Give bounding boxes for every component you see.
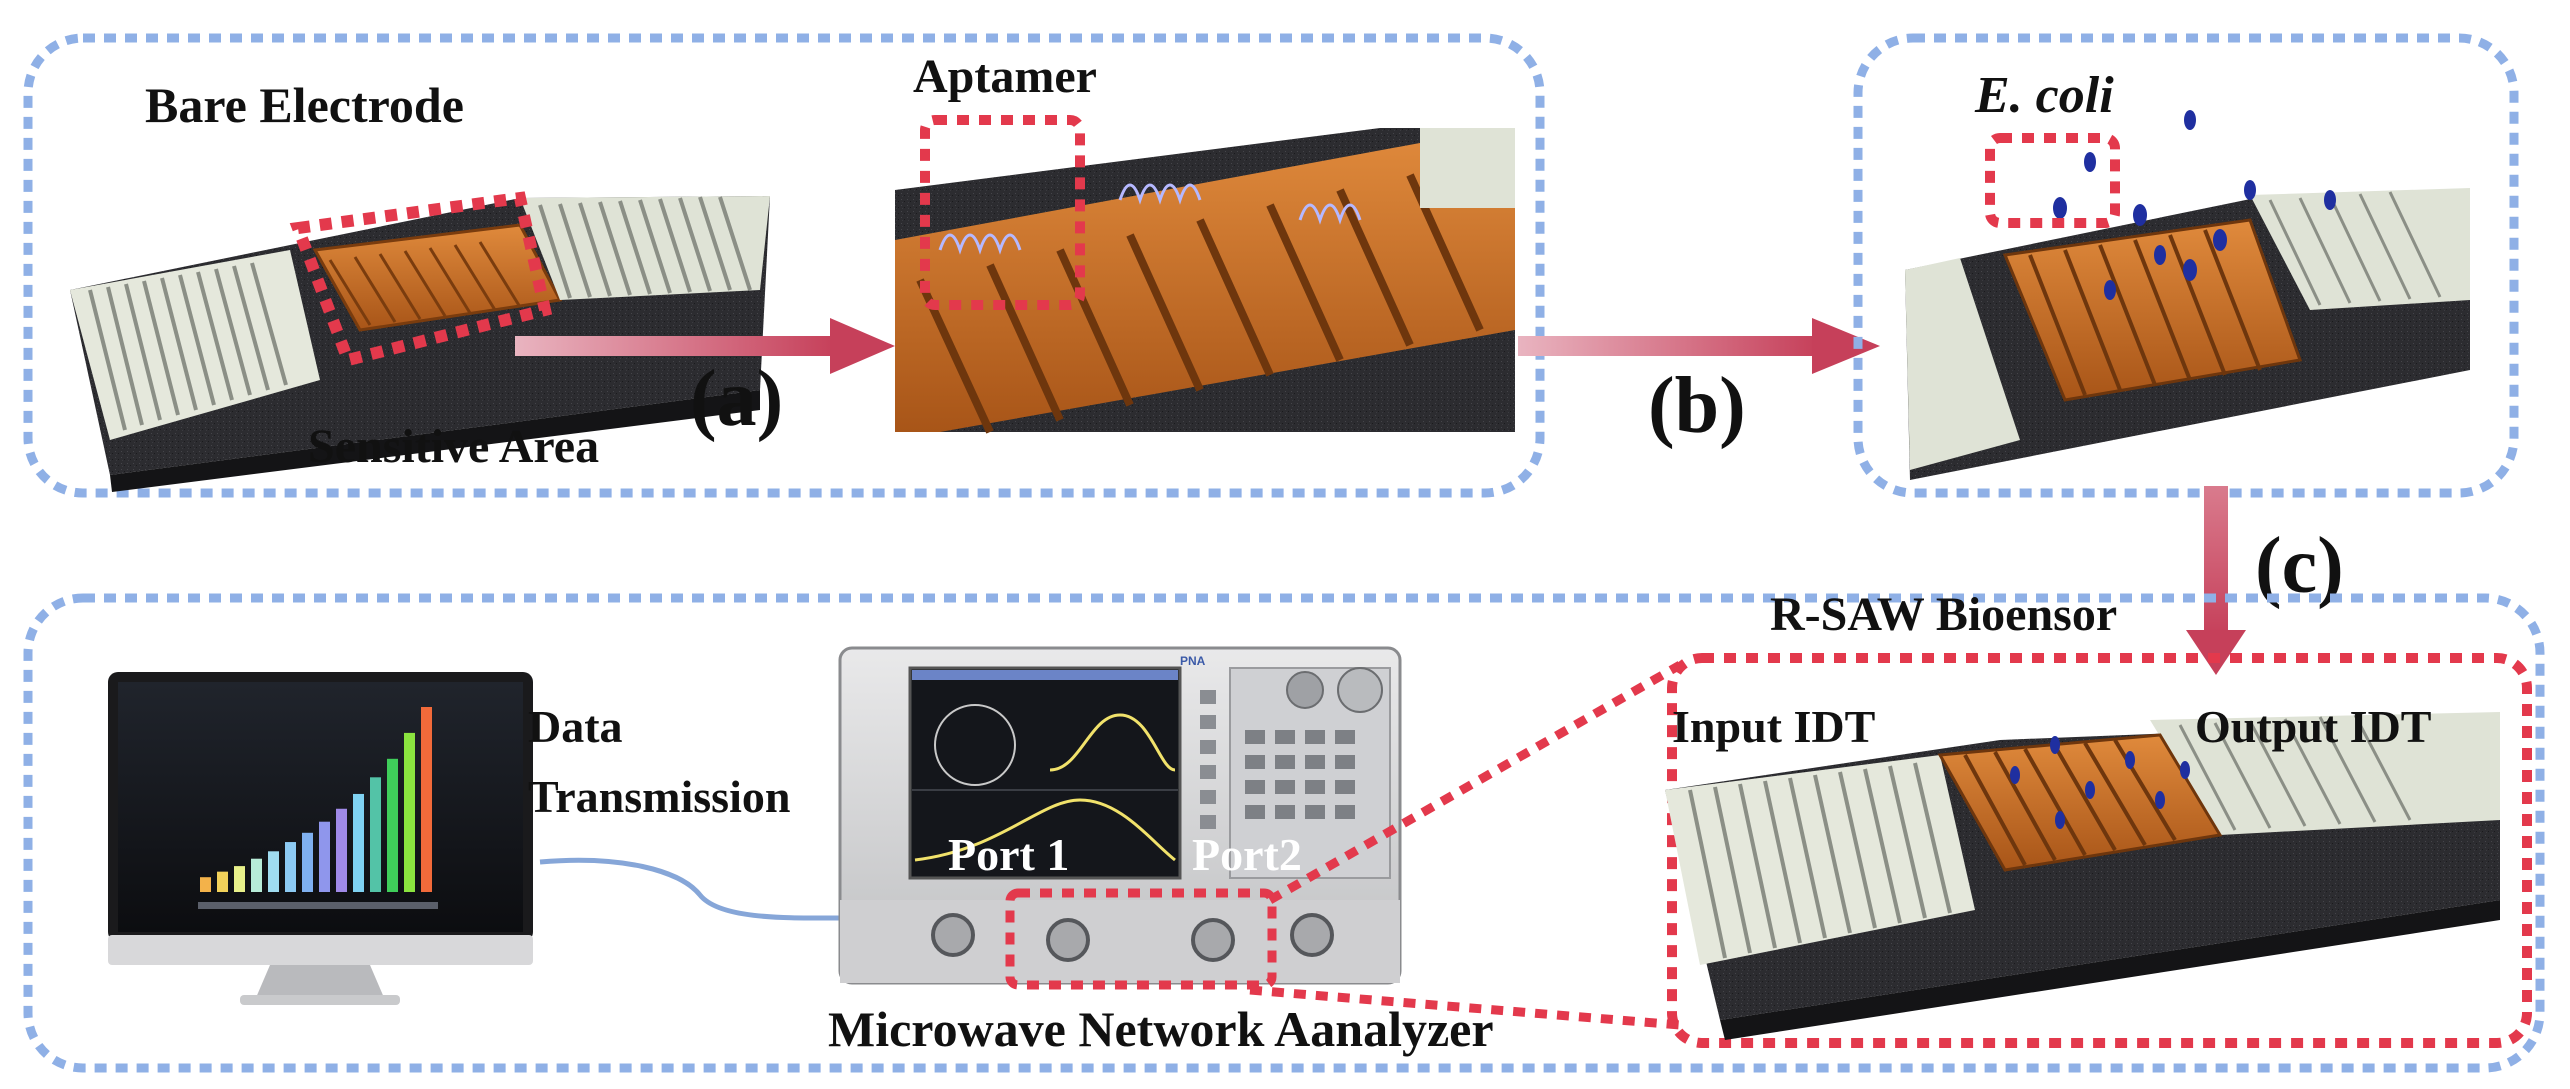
connector-line-lower	[1249, 985, 1681, 1030]
output-idt-label: Output IDT	[2195, 701, 2431, 752]
sensor-highlight	[1667, 653, 2532, 1048]
ecoli-label: E. coli	[1974, 67, 2114, 124]
monitor-bar-chart	[200, 707, 432, 892]
sensitive-area-label: Sensitive Area	[308, 420, 599, 473]
arrow-c	[2186, 486, 2246, 675]
arrow-a	[515, 318, 895, 374]
ecoli-bound-chip	[1905, 110, 2470, 480]
analyzer-label: Microwave Network Aanalyzer	[828, 1001, 1494, 1057]
aptamer-highlight	[920, 115, 1085, 310]
monitor-bar	[200, 877, 211, 892]
ports-highlight	[1005, 888, 1277, 990]
arrow-b	[1518, 318, 1880, 374]
sensor-title: R-SAW Bioensor	[1770, 588, 2117, 641]
aptamer-label: Aptamer	[913, 50, 1097, 103]
computer-monitor	[108, 672, 533, 1005]
port1-label: Port 1	[948, 829, 1069, 880]
bare-electrode-label: Bare Electrode	[145, 77, 464, 133]
input-idt-label: Input IDT	[1672, 701, 1875, 752]
monitor-bar	[370, 777, 381, 892]
monitor-bar	[285, 842, 296, 892]
panel-border-bottom	[23, 593, 2545, 1073]
panel-bare-electrode-to-aptamer: Bare Electrode Aptamer Sensitive Area (a…	[23, 33, 1545, 498]
panel-measurement-setup: Data Transmission PNA	[23, 588, 2545, 1073]
network-analyzer: PNA	[838, 646, 1402, 990]
port2-label: Port2	[1192, 829, 1302, 880]
panel-border-top-right	[1853, 33, 2519, 498]
monitor-bar	[319, 821, 330, 892]
step-a-label: (a)	[690, 355, 783, 443]
data-transmission-line2: Transmission	[528, 771, 790, 822]
vna-ports	[931, 913, 1334, 962]
monitor-bar	[302, 832, 313, 892]
sensitive-area-highlight	[289, 191, 553, 368]
ecoli-highlight	[1985, 133, 2120, 228]
monitor-bar	[336, 808, 347, 892]
bare-electrode-chip	[70, 191, 770, 492]
aptamer-zoom-view	[895, 115, 1515, 434]
panel-border-top-left	[23, 33, 1545, 498]
monitor-bar	[217, 871, 228, 892]
monitor-bar	[421, 707, 432, 892]
monitor-bar	[387, 758, 398, 892]
rsaw-biosensor	[1665, 653, 2532, 1048]
monitor-bar	[353, 793, 364, 892]
monitor-dock	[198, 902, 438, 909]
step-b-label: (b)	[1648, 362, 1746, 450]
panel-ecoli-binding: E. coli	[1853, 33, 2519, 498]
monitor-bar	[404, 732, 415, 892]
data-transmission-line1: Data	[528, 701, 623, 752]
monitor-bar	[251, 858, 262, 892]
monitor-bar	[234, 866, 245, 892]
monitor-bar	[268, 851, 279, 892]
data-cable	[539, 857, 841, 921]
vna-brand: PNA	[1180, 654, 1206, 668]
